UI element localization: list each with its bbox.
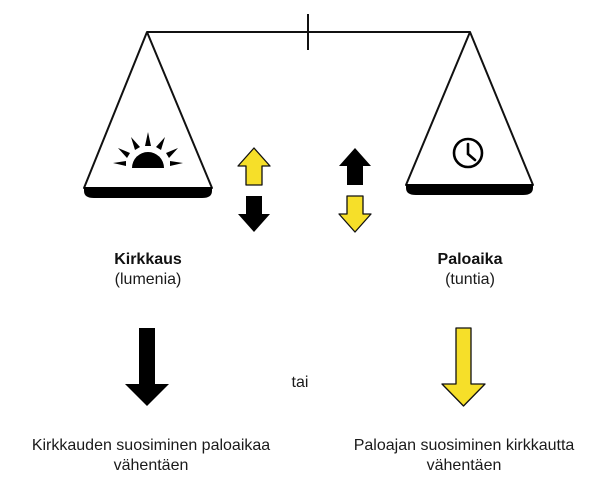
right-scale-pan xyxy=(405,31,534,195)
left-arrow-pair xyxy=(237,147,271,232)
burn-time-unit: (tuntia) xyxy=(445,271,495,288)
brightness-unit: (lumenia) xyxy=(114,271,182,288)
left-scale-pan xyxy=(83,31,213,198)
brightness-title: Kirkkaus xyxy=(114,251,182,268)
separator-text: tai xyxy=(291,374,309,391)
middle-arrow-pair xyxy=(338,148,372,233)
yellow-down-arrow xyxy=(338,195,372,233)
large-yellow-down-arrow xyxy=(441,327,486,407)
large-black-down-arrow xyxy=(125,328,169,406)
burn-time-caption: Paloajan suosiminen kirkkautta vähentäen xyxy=(353,437,575,474)
black-up-arrow xyxy=(339,148,371,185)
sun-rising-icon xyxy=(113,132,183,168)
brightness-caption: Kirkkauden suosiminen paloaikaa vähentäe… xyxy=(31,437,271,474)
scale-beam xyxy=(147,14,470,50)
clock-icon xyxy=(452,137,484,169)
black-down-arrow xyxy=(238,196,270,232)
burn-time-title: Paloaika xyxy=(437,251,503,268)
yellow-up-arrow xyxy=(237,147,271,186)
